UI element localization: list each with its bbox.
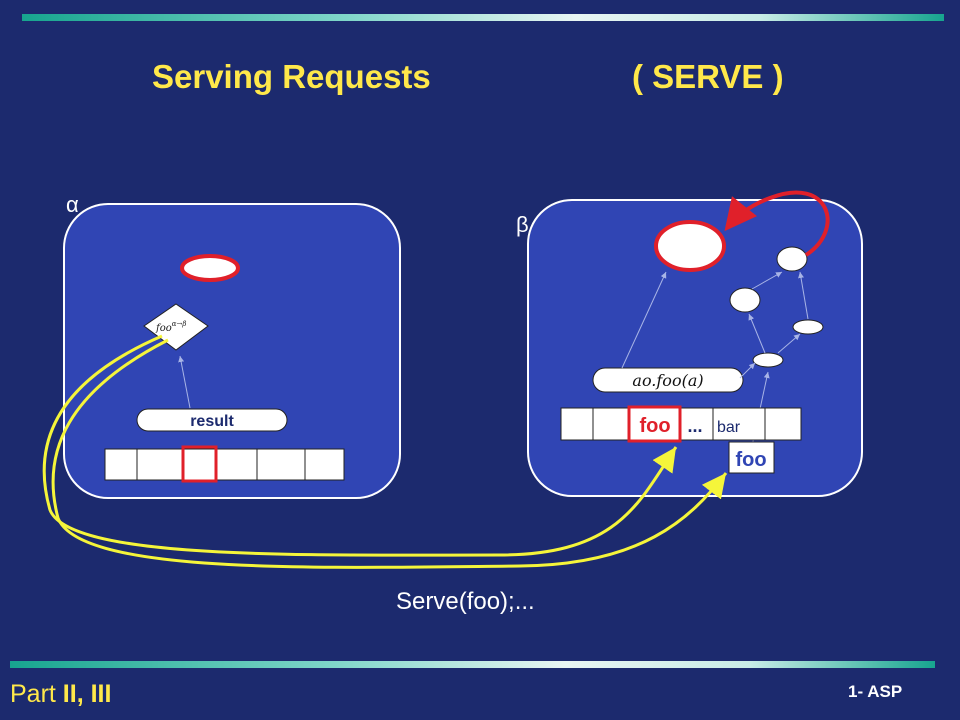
- footer-section: 1- ASP: [848, 682, 903, 701]
- alpha-activity: α fooα→β result: [63, 192, 401, 499]
- served-request-label: foo: [735, 449, 766, 471]
- passive-link-arrow: [777, 333, 801, 354]
- call-to-object-arrow: [621, 271, 667, 369]
- alpha-queue-frame: [104, 448, 345, 481]
- beta-active-object: [654, 220, 726, 272]
- alpha-label: α: [66, 192, 79, 217]
- passive-object: [729, 287, 761, 313]
- bottom-divider-bar: [10, 661, 935, 668]
- self-loop-arrow: [724, 190, 830, 257]
- queue-cell-bar: bar: [717, 419, 741, 436]
- alpha-request-queue: [104, 445, 345, 483]
- top-divider-bar: [22, 14, 944, 21]
- passive-object: [792, 319, 824, 335]
- beta-activity: β ao.foo(a) foo ... b: [516, 190, 863, 497]
- passive-link-arrow: [751, 271, 783, 290]
- result-pill: [136, 408, 288, 432]
- serve-caption: Serve(foo);...: [396, 588, 535, 615]
- slide-title: Serving Requests: [152, 58, 431, 95]
- request-arrow-to-queue: [42, 334, 678, 557]
- alpha-active-object: [180, 254, 240, 282]
- request-flow-arrows: [42, 334, 728, 569]
- queue-cell-foo: foo: [639, 415, 670, 437]
- footer-part: Part II, III: [10, 680, 111, 709]
- future-diamond: [143, 303, 209, 351]
- served-request-box: [728, 441, 775, 474]
- passive-link-arrow: [798, 271, 809, 320]
- beta-queue-highlight: [627, 405, 682, 443]
- method-call-label: ao.foo(a): [632, 371, 703, 390]
- passive-link-arrow: [748, 313, 766, 354]
- passive-object: [752, 352, 784, 368]
- request-arrow-to-served: [51, 338, 728, 569]
- beta-request-queue: foo ... bar: [560, 405, 802, 443]
- queue-cell-dots: ...: [687, 416, 702, 436]
- slide-title-tag: ( SERVE ): [632, 58, 784, 95]
- future-label: fooα→β: [155, 320, 186, 334]
- result-label: result: [190, 413, 234, 430]
- passive-object: [776, 246, 808, 272]
- beta-label: β: [516, 212, 529, 237]
- result-to-future-arrow: [178, 355, 191, 409]
- footer-part-prefix: Part: [10, 680, 63, 708]
- call-to-passive-arrow: [739, 362, 756, 379]
- alpha-queue-highlight: [181, 445, 218, 483]
- footer-part-numbers: II, III: [62, 680, 112, 708]
- method-call-pill: [592, 367, 744, 393]
